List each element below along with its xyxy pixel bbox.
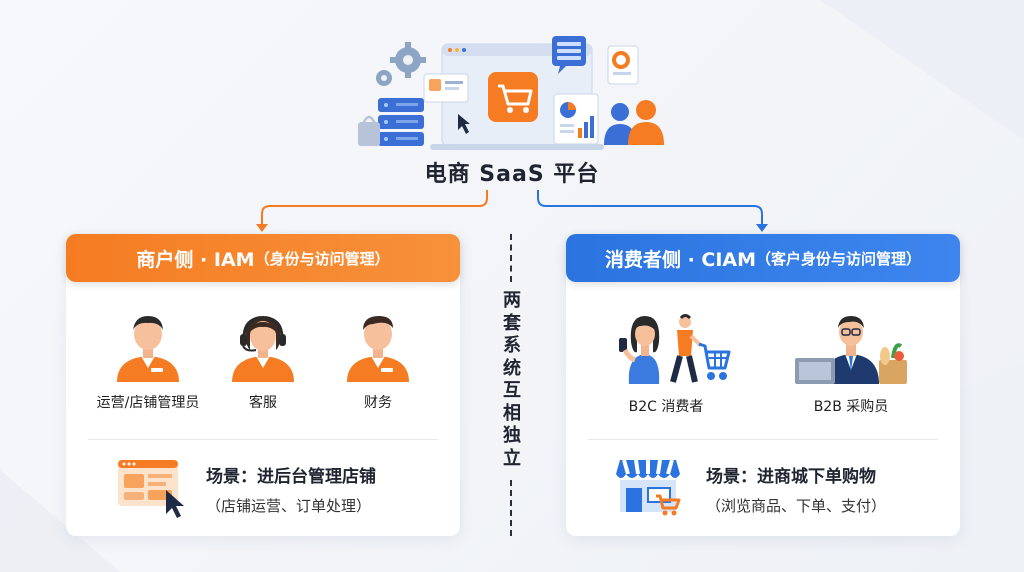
divider-line-top (510, 234, 512, 282)
merchant-divider (88, 439, 438, 440)
role-label: B2B 采购员 (813, 399, 889, 415)
b2c-consumer-icon (619, 314, 731, 384)
consumer-header-main: 消费者侧 · CIAM (604, 248, 757, 271)
role-label: B2C 消费者 (628, 399, 704, 415)
merchant-scene-text: 场景：进后台管理店铺 （店铺运营、订单处理） (206, 462, 376, 516)
chat-bubble-icon (552, 36, 586, 74)
independence-label: 两套系统互相独立 (503, 290, 521, 469)
customer-service-icon (232, 316, 294, 382)
consumer-header-sub: （客户身份与访问管理） (756, 249, 922, 268)
report-document-icon (553, 93, 599, 145)
users-icon (604, 100, 664, 145)
server-icon (378, 98, 424, 146)
merchant-iam-panel: 商户侧 · IAM（身份与访问管理） 运营/店铺管理员 (66, 234, 460, 536)
divider-line-bottom (510, 480, 512, 536)
consumer-scene-desc: （浏览商品、下单、支付） (706, 497, 887, 515)
finance-icon (347, 316, 409, 382)
b2b-buyer-icon (795, 316, 907, 384)
consumer-scene-text: 场景：进商城下单购物 （浏览商品、下单、支付） (706, 462, 886, 516)
role-customer-service: 客服 (198, 312, 328, 412)
consumer-ciam-panel: 消费者侧 · CIAM（客户身份与访问管理） (566, 234, 960, 536)
merchant-scene: 场景：进后台管理店铺 （店铺运营、订单处理） (66, 456, 460, 522)
merchant-header-main: 商户侧 · IAM (136, 248, 255, 271)
consumer-connector-arrow (537, 190, 763, 226)
role-label: 运营/店铺管理员 (96, 395, 200, 411)
consumer-panel-header: 消费者侧 · CIAM（客户身份与访问管理） (566, 234, 960, 282)
merchant-panel-header: 商户侧 · IAM（身份与访问管理） (66, 234, 460, 282)
storefront-icon (616, 459, 681, 516)
merchant-connector-arrow (261, 190, 488, 226)
platform-title: 电商 SaaS 平台 (424, 162, 600, 187)
consumer-scene: 场景：进商城下单购物 （浏览商品、下单、支付） (566, 456, 960, 522)
consumer-scene-title: 场景：进商城下单购物 (706, 467, 876, 487)
merchant-header-sub: （身份与访问管理） (254, 249, 390, 268)
cursor-icon (458, 114, 470, 134)
merchant-scene-title: 场景：进后台管理店铺 (206, 467, 376, 487)
shopping-cart-icon (488, 72, 538, 122)
profile-card-icon (423, 73, 469, 103)
merchant-admin-icon (117, 316, 179, 382)
role-b2c-consumer: B2C 消费者 (591, 312, 741, 416)
gear-icon (376, 42, 426, 86)
role-finance: 财务 (313, 312, 443, 412)
merchant-roles: 运营/店铺管理员 客服 (66, 312, 460, 424)
saas-platform-illustration (358, 36, 664, 150)
consumer-divider (588, 439, 938, 440)
merchant-scene-desc: （店铺运营、订单处理） (206, 497, 372, 515)
role-label: 财务 (364, 395, 392, 411)
role-label: 客服 (249, 395, 277, 411)
role-b2b-buyer: B2B 采购员 (776, 312, 926, 416)
consumer-roles: B2C 消费者 B2B 采购员 (566, 312, 960, 424)
role-merchant-admin: 运营/店铺管理员 (83, 312, 213, 412)
pie-chart-document-icon (607, 45, 639, 85)
admin-dashboard-icon (118, 460, 184, 518)
shopping-bag-icon (358, 115, 380, 146)
